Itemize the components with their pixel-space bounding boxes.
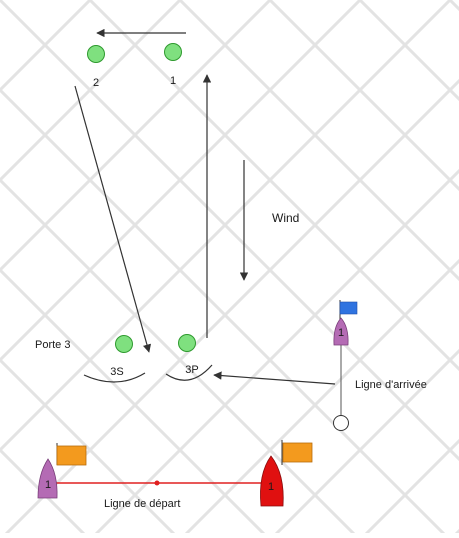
mark-1-label: 1 (170, 75, 176, 87)
leg-mark2-to-gate (74, 85, 152, 353)
mark-2-label: 2 (93, 77, 99, 89)
mark-3s-icon (115, 335, 133, 353)
mark-3p-icon (178, 334, 196, 352)
start-line-midpoint (154, 480, 160, 486)
finish-blue-flag-icon (339, 301, 358, 315)
start-pin-boat-label: 1 (268, 481, 274, 493)
mark-1-icon (164, 43, 182, 61)
wind-label: Wind (272, 211, 299, 225)
mark-2-icon (87, 45, 105, 63)
start-committee-boat-icon (37, 458, 58, 499)
leg-gate-to-finish (213, 371, 336, 385)
start-right-orange-flag-icon (282, 442, 313, 463)
gate-label: Porte 3 (35, 339, 70, 351)
rounding-arc-3p (165, 364, 213, 381)
finish-committee-boat-icon (333, 317, 349, 346)
start-line-label: Ligne de départ (104, 498, 180, 510)
mark-3s-label: 3S (110, 366, 123, 378)
mark-3p-label: 3P (185, 364, 198, 376)
finish-buoy-icon (333, 415, 349, 431)
rounding-arc-3s (83, 372, 146, 383)
start-left-orange-flag-icon (56, 445, 87, 466)
finish-line-label: Ligne d'arrivée (355, 379, 427, 391)
finish-committee-boat-label: 1 (338, 327, 344, 339)
start-pin-boat-icon (260, 455, 284, 507)
start-committee-boat-label: 1 (45, 479, 51, 491)
